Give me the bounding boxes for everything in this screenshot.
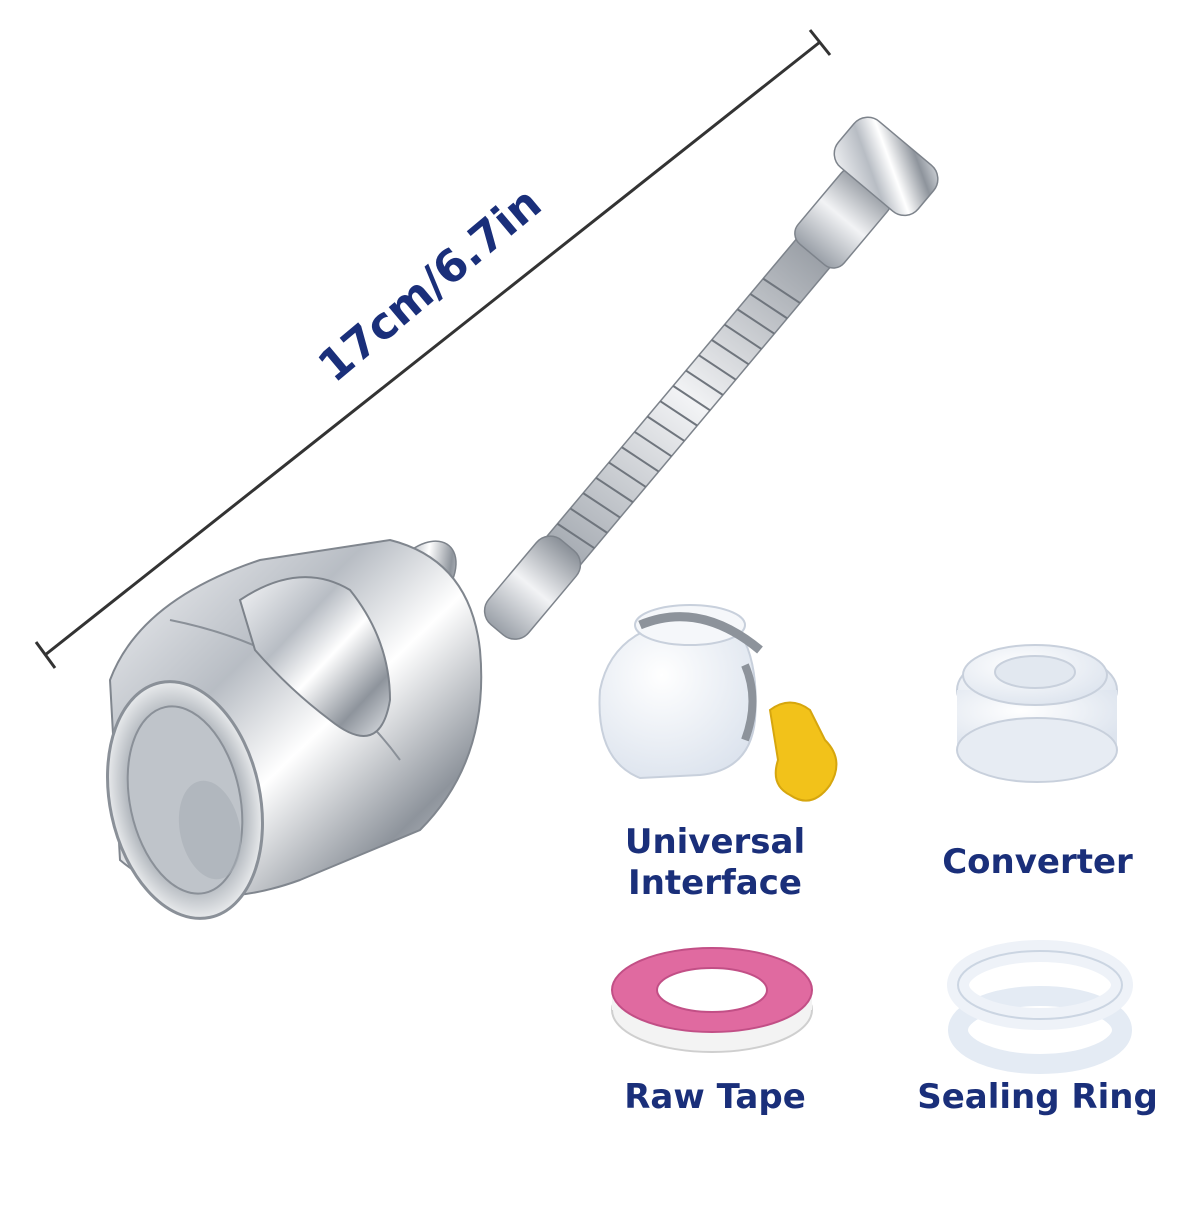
converter-label: Converter — [942, 842, 1133, 882]
raw-tape-label: Raw Tape — [624, 1077, 806, 1117]
raw-tape-illustration — [611, 947, 813, 1053]
universal-interface-label-line1: Universal — [624, 822, 806, 862]
sealing-ring-illustration — [947, 940, 1133, 1074]
faucet-extender — [106, 116, 939, 920]
universal-interface-illustration — [598, 604, 838, 802]
sealing-ring-label: Sealing Ring — [917, 1077, 1158, 1117]
dimension-line — [34, 29, 832, 669]
universal-interface-label-line2: Interface — [628, 862, 802, 903]
universal-interface-label: Universal Interface — [600, 822, 830, 904]
converter-illustration — [956, 644, 1118, 783]
